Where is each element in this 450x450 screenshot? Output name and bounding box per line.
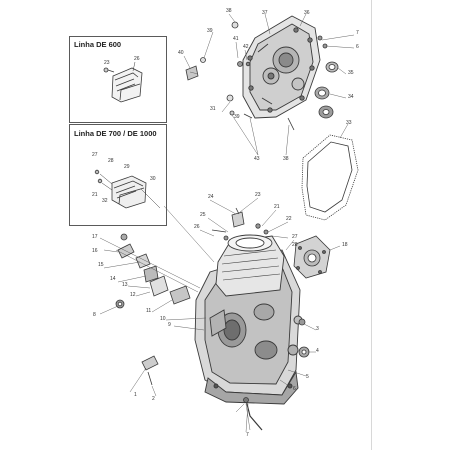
cover-callout-41: 41: [233, 36, 239, 42]
engine-callout-6: 6: [293, 386, 296, 392]
engine-callout-7: 7: [246, 432, 249, 438]
engine-callout-15: 15: [98, 262, 104, 268]
cover-callout-39: 39: [207, 28, 213, 34]
engine-callout-26: 26: [194, 224, 200, 230]
inset1-callout-26: 26: [134, 56, 140, 62]
engine-callout-28: 28: [292, 242, 298, 248]
inset2-callout-21: 21: [92, 192, 98, 198]
engine-callout-14: 14: [110, 276, 116, 282]
inset2-part: [94, 169, 161, 209]
cover-callout-36: 36: [304, 10, 310, 16]
engine-callout-16: 16: [92, 248, 98, 254]
engine-callout-13: 13: [122, 282, 128, 288]
inset2-callout-28: 28: [108, 158, 114, 164]
cover-callout-37: 37: [262, 10, 268, 16]
inset-box-de700: [69, 124, 167, 226]
engine-callout-2: 2: [152, 396, 155, 402]
engine-leader-lines: [99, 197, 341, 433]
engine-callout-12: 12: [130, 292, 136, 298]
crankcase-cover: [242, 15, 321, 119]
leader-lines: [183, 13, 355, 156]
page-edge-rule: [371, 0, 372, 450]
cover-callout-7: 7: [356, 30, 359, 36]
inset2-callout-32: 32: [102, 198, 108, 204]
inset1-part: [103, 61, 143, 103]
engine-block: [194, 234, 303, 405]
engine-callout-10: 10: [160, 316, 166, 322]
engine-callout-1: 1: [134, 392, 137, 398]
left-small-parts: [115, 233, 310, 431]
cover-callout-35: 35: [348, 70, 354, 76]
cover-callout-33: 33: [346, 120, 352, 126]
cover-callout-42: 42: [243, 44, 249, 50]
cover-callout-31: 31: [210, 106, 216, 112]
engine-callout-4: 4: [316, 348, 319, 354]
cover-small-parts: [185, 21, 339, 131]
cover-callout-39: 39: [234, 114, 240, 120]
engine-callout-17: 17: [92, 234, 98, 240]
inset-title-de700: Linha DE 700 / DE 1000: [74, 129, 157, 138]
inset2-callout-27: 27: [92, 152, 98, 158]
inset2-callout-30: 30: [150, 176, 156, 182]
cover-callout-34: 34: [348, 94, 354, 100]
cover-callout-43: 43: [254, 156, 260, 162]
engine-callout-27: 27: [292, 234, 298, 240]
inset2-callout-29: 29: [124, 164, 130, 170]
engine-callout-23: 23: [255, 192, 261, 198]
engine-callout-9: 9: [168, 322, 171, 328]
engine-callout-22: 22: [286, 216, 292, 222]
cover-callout-6: 6: [356, 44, 359, 50]
cover-callout-40: 40: [178, 50, 184, 56]
engine-callout-18: 18: [342, 242, 348, 248]
engine-callout-25: 25: [200, 212, 206, 218]
engine-callout-24: 24: [208, 194, 214, 200]
inset1-callout-23: 23: [104, 60, 110, 66]
engine-callout-3: 3: [316, 326, 319, 332]
cover-gasket: [301, 134, 359, 221]
cylinder-parts: [211, 207, 331, 279]
engine-callout-5: 5: [306, 374, 309, 380]
engine-callout-21: 21: [274, 204, 280, 210]
inset-title-de600: Linha DE 600: [74, 40, 122, 49]
engine-callout-8: 8: [93, 312, 96, 318]
engine-callout-11: 11: [146, 308, 151, 314]
cover-callout-38: 38: [283, 156, 289, 162]
cover-callout-38: 38: [226, 8, 232, 14]
